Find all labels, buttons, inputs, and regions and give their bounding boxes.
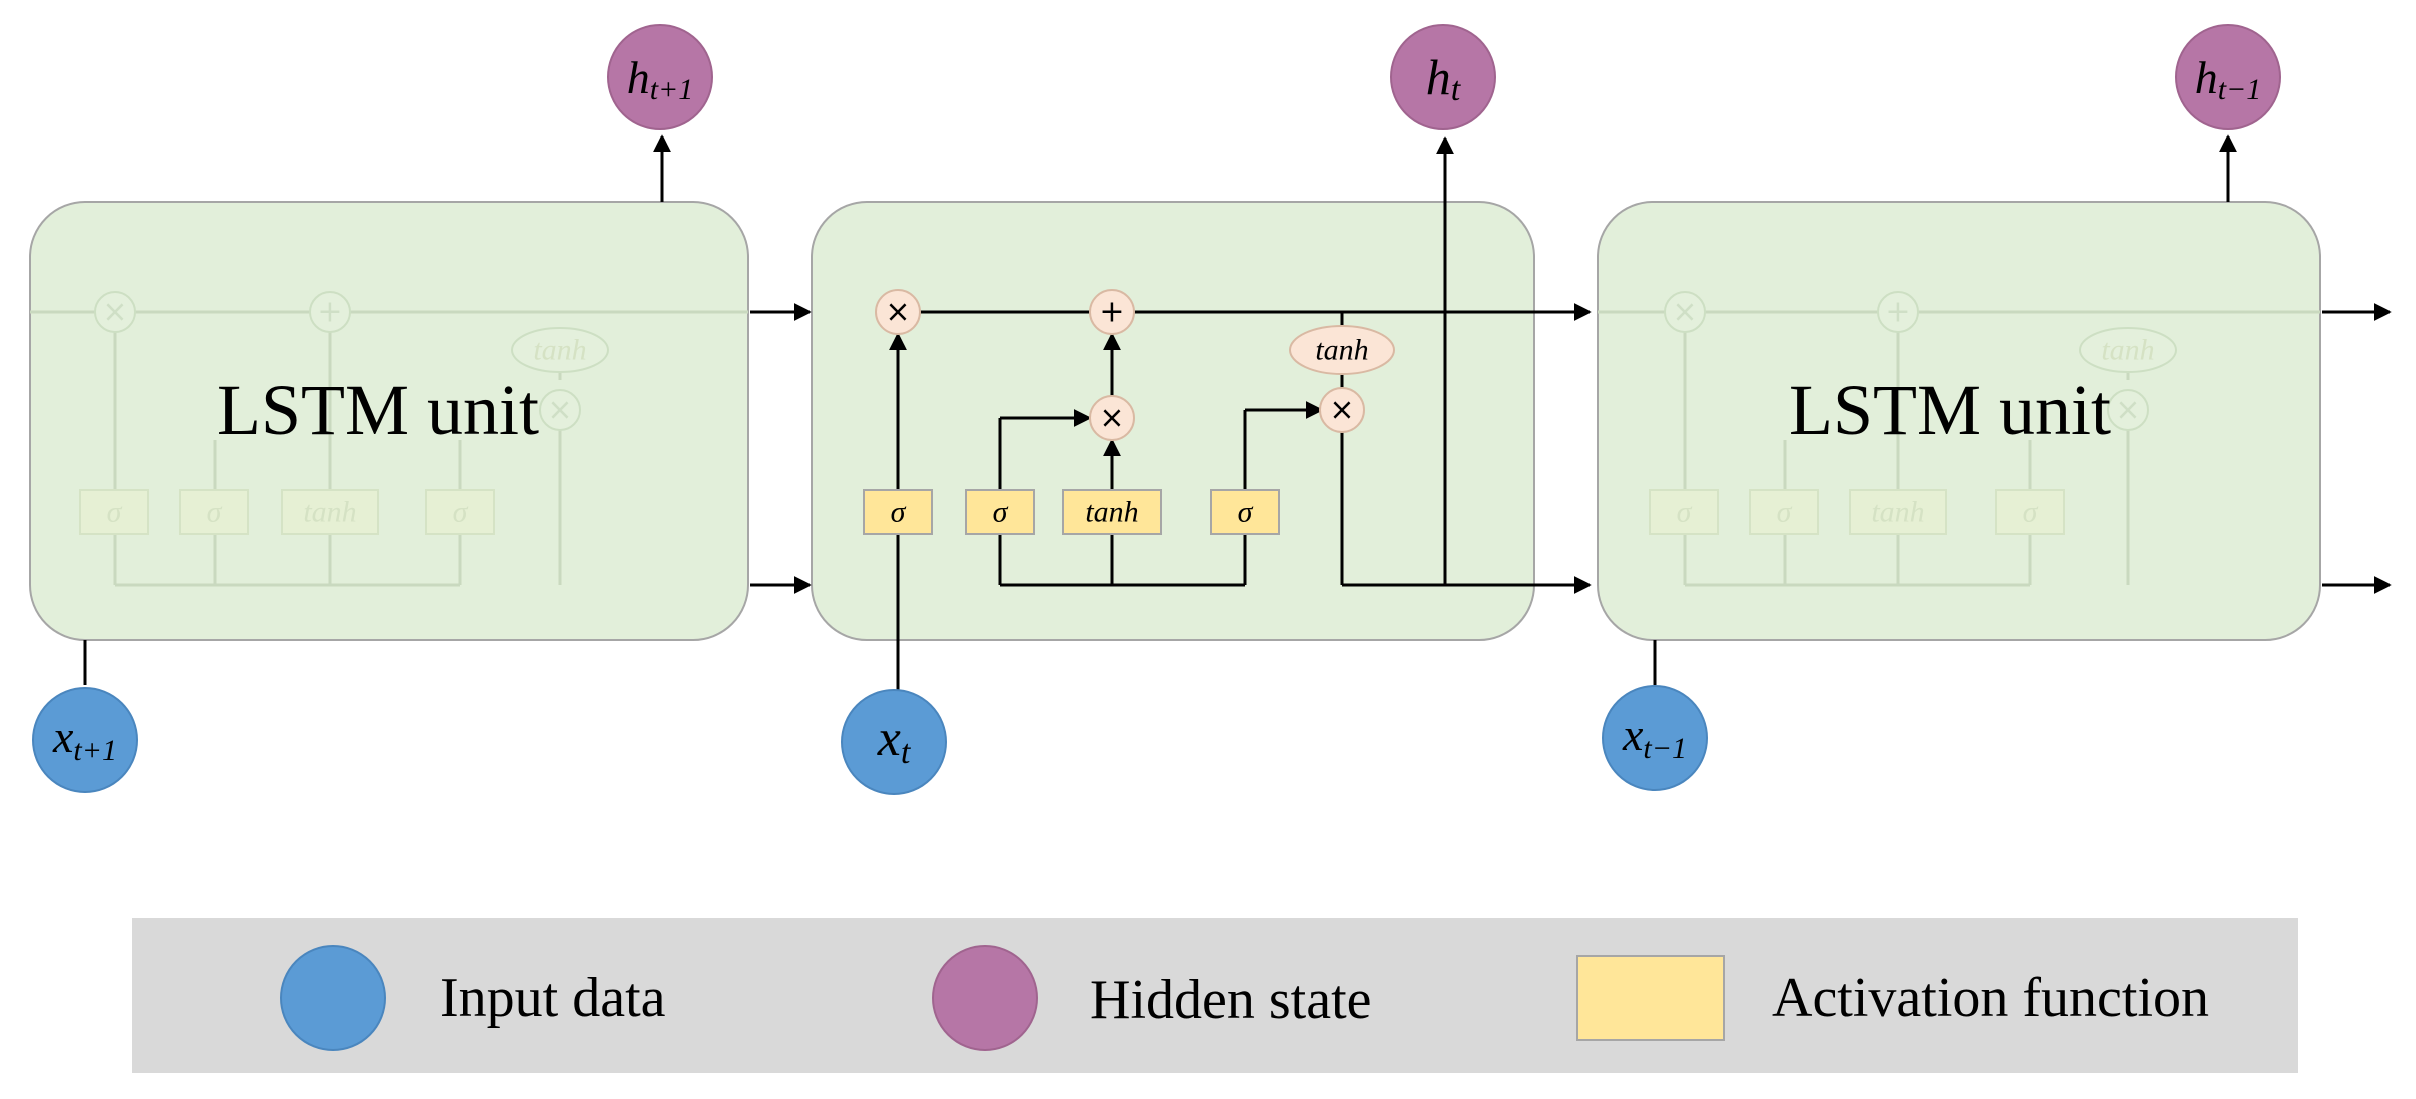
- center-gate-4: σ: [1238, 496, 1254, 529]
- center-gate-1: σ: [891, 496, 907, 529]
- input-node-t-minus-1: xt−1: [1602, 685, 1708, 791]
- legend-input-swatch: [280, 945, 386, 1051]
- legend-background: [132, 918, 2298, 1073]
- right-gate-2: σ: [1777, 496, 1793, 529]
- input-base-1: x: [52, 711, 74, 762]
- center-gate-candidate: [1062, 489, 1162, 535]
- right-out-op: ×: [2115, 393, 2140, 428]
- svg-text:ht: ht: [1426, 49, 1462, 108]
- left-gate-1: σ: [107, 496, 123, 529]
- input-base-2: x: [877, 710, 901, 767]
- center-forget-op-circle: [875, 289, 921, 335]
- center-tanh-cell: tanh: [1315, 334, 1368, 367]
- input-node-t: xt: [841, 689, 947, 795]
- legend-hidden-label: Hidden state: [1090, 969, 1371, 1031]
- input-sub-3: t−1: [1643, 732, 1687, 765]
- center-gate-forget: [863, 489, 933, 535]
- lstm-unit-left: × + tanh × σ σ tanh σ LSTM unit: [29, 201, 749, 641]
- left-gate-4: σ: [453, 496, 469, 529]
- connectors: [83, 134, 2392, 685]
- hidden-base-2: h: [1426, 49, 1451, 105]
- hidden-base-3: h: [2195, 52, 2218, 103]
- input-base-3: x: [1622, 709, 1644, 760]
- center-add-op-circle: [1089, 289, 1135, 335]
- center-forget-op: ×: [885, 295, 910, 330]
- center-gate-3: tanh: [1085, 496, 1138, 529]
- hidden-sub-3: t−1: [2218, 73, 2262, 106]
- input-sub-1: t+1: [73, 734, 117, 767]
- hidden-sub-1: t+1: [650, 73, 694, 106]
- hidden-node-t-plus-1: ht+1: [607, 24, 713, 130]
- lstm-unit-right: × + tanh × σ σ tanh σ LSTM unit: [1597, 201, 2321, 641]
- center-gate-input: [965, 489, 1035, 535]
- center-add-op: +: [1099, 295, 1124, 330]
- center-out-op: ×: [1329, 393, 1354, 428]
- input-sub-2: t: [901, 734, 912, 771]
- svg-text:xt+1: xt+1: [52, 711, 117, 767]
- svg-text:ht+1: ht+1: [627, 52, 694, 106]
- hidden-node-t: ht: [1390, 24, 1496, 130]
- legend-activation-swatch: [1576, 955, 1725, 1041]
- center-input-op: ×: [1099, 401, 1124, 436]
- left-out-op: ×: [547, 393, 572, 428]
- legend-activation-label: Activation function: [1772, 967, 2209, 1029]
- right-gate-1: σ: [1677, 496, 1693, 529]
- center-gate-output: [1210, 489, 1280, 535]
- center-input-op-circle: [1089, 395, 1135, 441]
- svg-text:xt−1: xt−1: [1622, 709, 1687, 765]
- right-add-op: +: [1885, 295, 1910, 330]
- input-node-t-plus-1: xt+1: [32, 687, 138, 793]
- svg-text:ht−1: ht−1: [2195, 52, 2262, 106]
- lstm-unit-center: × + × tanh × σ σ tanh σ: [811, 136, 1592, 695]
- left-unit-label: LSTM unit: [217, 370, 539, 450]
- right-gate-4: σ: [2023, 496, 2039, 529]
- legend-input-label: Input data: [440, 967, 666, 1029]
- legend: Input data Hidden state Activation funct…: [132, 918, 2298, 1073]
- right-unit-internals: × + tanh × σ σ tanh σ: [1598, 291, 2320, 587]
- left-tanh-cell: tanh: [533, 334, 586, 367]
- right-gate-3: tanh: [1871, 496, 1924, 529]
- hidden-base-1: h: [627, 52, 650, 103]
- right-unit-label: LSTM unit: [1789, 370, 2111, 450]
- svg-text:xt: xt: [877, 710, 912, 771]
- hidden-node-t-minus-1: ht−1: [2175, 24, 2281, 130]
- center-out-op-circle: [1319, 387, 1365, 433]
- hidden-sub-2: t: [1451, 71, 1462, 108]
- center-tanh-cell-shape: [1289, 325, 1395, 375]
- left-forget-op: ×: [102, 295, 127, 330]
- center-gate-2: σ: [993, 496, 1009, 529]
- legend-hidden-swatch: [932, 945, 1038, 1051]
- right-forget-op: ×: [1672, 295, 1697, 330]
- left-gate-3: tanh: [303, 496, 356, 529]
- left-gate-2: σ: [207, 496, 223, 529]
- left-add-op: +: [317, 295, 342, 330]
- left-unit-internals: × + tanh × σ σ tanh σ: [30, 291, 748, 587]
- right-tanh-cell: tanh: [2101, 334, 2154, 367]
